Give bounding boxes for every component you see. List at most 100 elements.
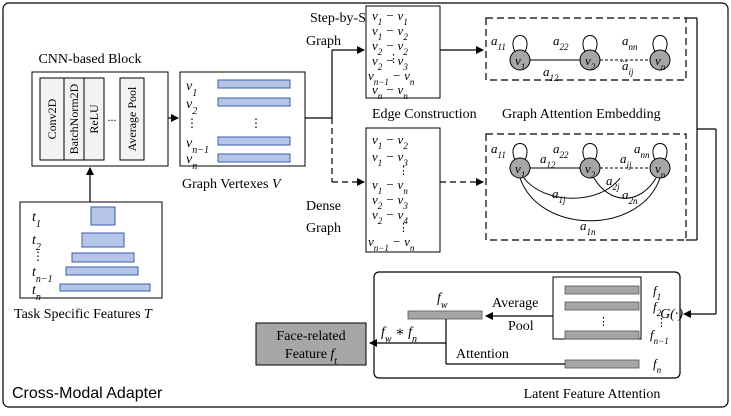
vertex-item-2: v2 (186, 97, 197, 117)
graph-vertexes-caption: Graph Vertexes V (182, 177, 282, 192)
vertex-bar-4 (217, 153, 291, 163)
vertex-bar-dots: ⋮ (250, 116, 262, 130)
task-item-n: tn (32, 283, 41, 303)
conv2d-label: Conv2D (45, 98, 59, 139)
step-graph-label-1: Step-by-Step (310, 11, 383, 26)
step-graph-frame (485, 17, 687, 81)
conv2d-layer (39, 77, 65, 161)
top-node-v2-label: v2 (585, 53, 596, 72)
dense-node-v1-label: v1 (515, 161, 525, 180)
top-ellipsis: ... (620, 54, 628, 65)
dense-weight-a2n: a2n (622, 187, 638, 206)
latent-bar-4 (564, 359, 640, 369)
dense-loop-n (652, 143, 668, 161)
latent-bar-dots: ⋮ (598, 316, 609, 328)
cnn-dots: ... (108, 110, 117, 124)
product-label: fw ∗ fn (381, 318, 417, 345)
dense-weight-a1j: a1j (552, 186, 566, 205)
task-item-2: t2 (32, 233, 41, 253)
cnn-layers: Conv2D BatchNorm2D ReLU ... Average Pool (39, 77, 145, 161)
latent-fn: fn (653, 356, 662, 375)
relu-label: ReLU (87, 104, 101, 134)
latent-f2: f2 (653, 299, 662, 318)
vertex-bar-1 (217, 79, 291, 89)
edge-construction-label: Edge Construction (372, 107, 477, 122)
adapter-title: Cross-Modal Adapter (12, 385, 163, 402)
dense-graph-label-2: Graph (306, 221, 341, 236)
latent-fn1: fn−1 (650, 327, 669, 346)
top-node-v1-label: v1 (515, 53, 525, 72)
task-item-dots: ⋮ (32, 249, 44, 263)
vertex-item-n: vn (186, 152, 197, 172)
latent-feature-bars: ⋮ (564, 285, 640, 369)
latent-attention-frame (373, 271, 681, 379)
dense-weight-a11: a11 (491, 141, 506, 160)
dense-node-vn-label: vn (655, 161, 666, 180)
task-bar-2 (81, 232, 125, 248)
vertex-bar-2 (217, 97, 291, 107)
top-weight-a11: a11 (491, 33, 506, 52)
task-bar-5 (59, 283, 151, 292)
dense-arc-1n (519, 177, 661, 222)
vertex-item-1: v1 (186, 79, 197, 99)
step-graph-label-2: Graph (306, 34, 341, 49)
vertex-bar-3 (217, 136, 291, 146)
dense-arc-1j (523, 177, 621, 199)
graph-attention-label: Graph Attention Embedding (502, 107, 661, 122)
vertex-list: v1 v2 ⋮ vn−1 vn ⋮ (186, 79, 291, 172)
task-feature-list: t1 t2 ⋮ tn−1 tn (32, 206, 151, 303)
dense-weight-a22: a22 (553, 141, 569, 160)
face-feature-label-1: Face-related (276, 329, 345, 344)
relu-layer (83, 77, 105, 161)
top-weight-ann: ann (622, 33, 638, 52)
top-node-v2 (579, 49, 601, 71)
dense-arc-2n (593, 177, 657, 199)
face-feature-box (255, 322, 367, 366)
latent-feature-labels: f1 f2 ⋮ fn−1 fn (650, 283, 669, 375)
task-item-1: t1 (32, 210, 41, 230)
dense-edge-list: v1 − v2 v1 − v3 ⋮ v1 − vn v2 − v3 v2 − v… (368, 132, 415, 253)
batchnorm-label: BatchNorm2D (67, 83, 81, 154)
avgpool-label: Average Pool (125, 86, 139, 151)
latent-bar-3 (564, 330, 640, 340)
fw-bar (407, 310, 483, 320)
step-edge-dots: ⋮ (388, 53, 399, 65)
face-feature-label-2: Feature ft (285, 347, 337, 367)
dense-node-vn (649, 157, 671, 179)
task-bar-4 (65, 266, 139, 276)
dense-edge-box (365, 127, 441, 253)
g-function-label: G(·) (660, 307, 683, 322)
dense-graph: v1 v2 vn a11 a22 ann a12 aij a2j a1j a2n… (491, 141, 671, 237)
average-pool-label-2: Pool (508, 319, 534, 334)
vertex-item-dots: ⋮ (186, 116, 198, 130)
attention-label: Attention (456, 347, 509, 362)
latent-bar-2 (564, 301, 640, 311)
dense-loop-2 (582, 143, 598, 161)
cnn-block-title: CNN-based Block (38, 52, 141, 67)
step-edge-list: v1 − v1 v1 − v2 v2 − v2 v2 − v3 ⋮ vn−1 −… (368, 8, 415, 101)
task-bar-3 (71, 252, 135, 263)
top-node-vn-label: vn (655, 53, 666, 72)
latent-bar-1 (564, 285, 640, 295)
dense-loop-1 (512, 143, 528, 161)
dense-edge-dots-2: ⋮ (398, 222, 409, 234)
average-pool-label-1: Average (492, 296, 538, 311)
fw-label: fw (437, 291, 448, 311)
latent-attention-caption: Latent Feature Attention (524, 387, 661, 402)
merge-connector (683, 17, 717, 318)
task-bar-1 (90, 206, 116, 226)
top-loop-n (652, 35, 668, 53)
top-weight-a22: a22 (553, 33, 569, 52)
step-graph: v1 v2 vn a11 a22 ann a12 aij ... (491, 33, 671, 83)
branch-connectors (305, 46, 365, 186)
dense-graph-frame (485, 133, 687, 241)
dense-weight-aij: aij (620, 151, 632, 170)
dense-node-v2 (579, 157, 601, 179)
adapter-frame (2, 2, 729, 408)
latent-f1: f1 (653, 283, 661, 302)
top-node-v1 (509, 49, 531, 71)
dense-graph-label-1: Dense (306, 199, 341, 214)
dense-edge-dots-1: ⋮ (398, 165, 409, 177)
top-loop-1 (512, 35, 528, 53)
